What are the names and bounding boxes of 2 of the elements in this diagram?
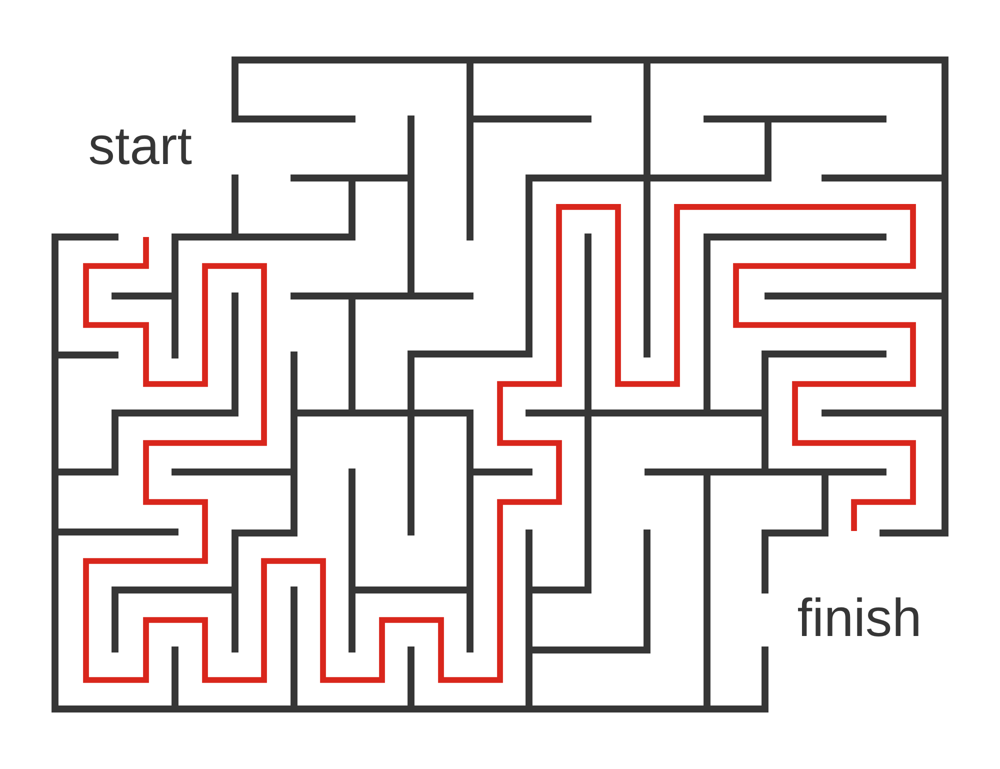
maze-label: finish	[798, 597, 918, 637]
maze-label: start	[90, 130, 192, 165]
